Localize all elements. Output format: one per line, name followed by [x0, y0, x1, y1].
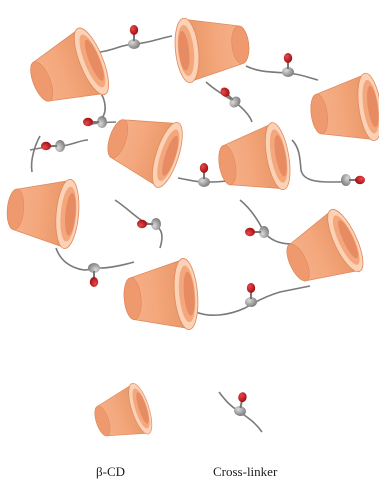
cd-legend-label: β-CD [96, 464, 126, 479]
cd-network [3, 11, 379, 336]
cd-cup-2 [171, 11, 253, 85]
cd-legend-icon [87, 380, 158, 449]
legend [87, 380, 263, 449]
cd-cup-3 [306, 71, 379, 150]
crosslinker-legend-label: Cross-linker [213, 464, 278, 479]
cd-cup-5 [213, 120, 295, 201]
cd-cup-6 [3, 173, 83, 250]
cd-cup-7 [275, 204, 371, 298]
crosslinker-legend-icon [218, 390, 263, 433]
cd-cup-8 [120, 256, 202, 336]
cd-cup-1 [20, 23, 117, 119]
cd-cup-4 [99, 103, 190, 192]
